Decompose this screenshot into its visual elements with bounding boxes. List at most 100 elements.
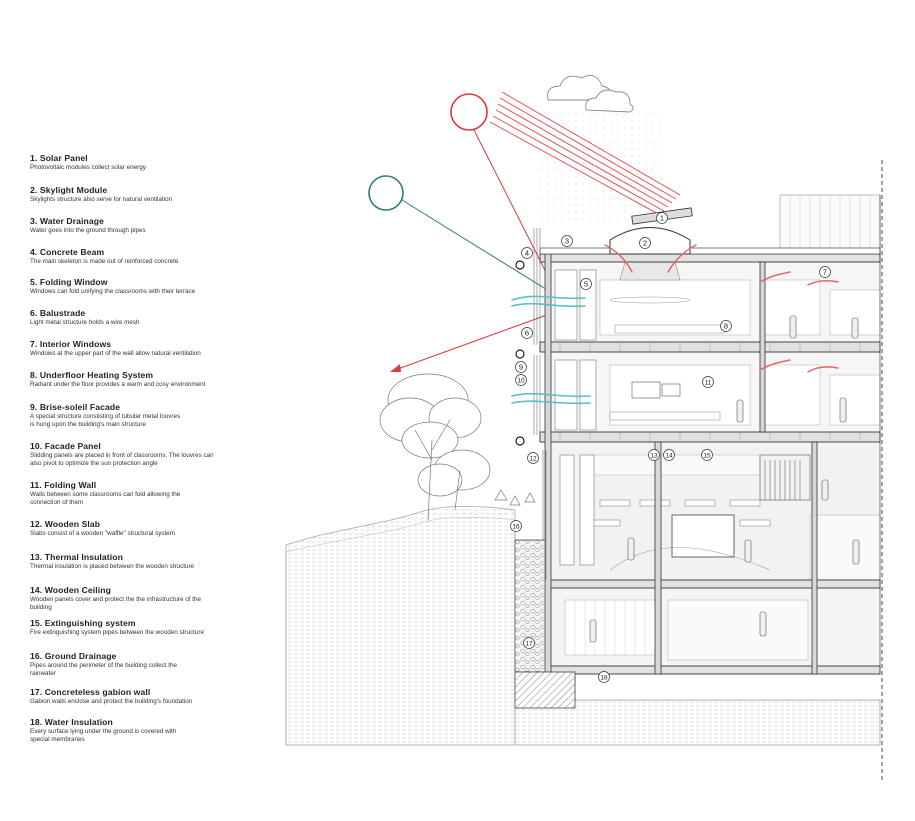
callout-1: 1 [656, 212, 668, 224]
legend-desc: The main skeleton is made out of reinfor… [30, 258, 179, 265]
callout-5: 5 [580, 278, 592, 290]
legend-title: Extinguishing system [44, 618, 136, 628]
svg-text:7: 7 [823, 268, 827, 277]
legend-title: Water Drainage [39, 216, 104, 226]
svg-text:6: 6 [525, 329, 529, 338]
legend-number: 5. [30, 277, 38, 287]
legend-desc: Walls between some classrooms can fold a… [30, 491, 181, 506]
callout-16: 16 [510, 520, 522, 532]
svg-text:12: 12 [529, 456, 537, 463]
legend-title: Facade Panel [44, 441, 101, 451]
legend-item-underfloor-heating: 8. Underfloor Heating System Radiant und… [30, 370, 270, 389]
legend-item-thermal-insulation: 13. Thermal Insulation Thermal insulatio… [30, 552, 270, 571]
svg-text:17: 17 [525, 641, 533, 648]
legend-title: Brise-soleil Facade [39, 402, 121, 412]
legend-desc: Slabs consist of a wooden "waffle" struc… [30, 530, 176, 537]
legend-number: 18. [30, 717, 43, 727]
legend-number: 8. [30, 370, 38, 380]
svg-text:18: 18 [600, 675, 608, 682]
svg-text:5: 5 [584, 280, 588, 289]
legend-number: 16. [30, 651, 43, 661]
legend-item-water-drainage: 3. Water Drainage Water goes into the gr… [30, 216, 270, 235]
legend-desc: Slidding panels are placed in front of c… [30, 452, 214, 467]
svg-text:15: 15 [703, 453, 711, 460]
callout-15: 15 [701, 449, 713, 461]
svg-text:16: 16 [512, 524, 520, 531]
legend-item-folding-wall: 11. Folding Wall Walls between some clas… [30, 480, 270, 507]
legend-desc: Radiant under the floor provides a warm … [30, 381, 206, 388]
svg-text:1: 1 [660, 214, 664, 223]
terrain-surface [285, 506, 516, 553]
svg-text:4: 4 [525, 249, 529, 258]
svg-text:9: 9 [519, 363, 523, 372]
callout-11: 11 [702, 376, 714, 388]
legend-number: 17. [30, 687, 43, 697]
legend-number: 13. [30, 552, 43, 562]
legend-title: Ground Drainage [44, 651, 117, 661]
legend-item-skylight-module: 2. Skylight Module Skylights structure a… [30, 185, 270, 204]
legend-title: Wooden Slab [44, 519, 101, 529]
legend-desc: Gabion walls enclose and protect the bui… [30, 698, 193, 705]
callouts: 1 2 3 4 5 6 7 8 9 10 11 12 13 14 15 16 1… [510, 212, 831, 683]
foundation [514, 671, 576, 709]
legend-number: 1. [30, 153, 38, 163]
legend-number: 12. [30, 519, 43, 529]
legend-item-wooden-ceiling: 14. Wooden Ceiling Wooden panels cover a… [30, 585, 270, 612]
legend-desc: Water goes into the ground through pipes [30, 227, 146, 234]
air-circle-icon [368, 175, 404, 211]
sun-rays [489, 91, 681, 216]
legend-number: 6. [30, 308, 38, 318]
arrow-head-icon [390, 364, 401, 372]
legend-desc: Wooden panels cover and protect the the … [30, 596, 202, 611]
callout-13: 13 [648, 449, 660, 461]
svg-text:11: 11 [705, 380, 712, 387]
people-figures [589, 315, 860, 643]
legend-item-brise-soleil: 9. Brise-soleil Facade A special structu… [30, 402, 270, 429]
legend-desc: Photovoltaic modules collect solar energ… [30, 164, 146, 171]
rotate-icon [515, 260, 525, 446]
sun-icon [450, 93, 488, 131]
legend-item-folding-window: 5. Folding Window Windows can fold unify… [30, 277, 270, 296]
legend-number: 3. [30, 216, 38, 226]
legend-desc: Pipes around the perimeter of the buildi… [30, 662, 178, 677]
legend-number: 14. [30, 585, 43, 595]
legend-desc: Fire extinguishing system pipes between … [30, 629, 204, 636]
callout-18: 18 [598, 671, 610, 683]
legend-item-water-insulation: 18. Water Insulation Every surface lying… [30, 717, 270, 744]
legend-number: 15. [30, 618, 43, 628]
legend-desc: Windows at the upper part of the wall al… [30, 350, 201, 357]
legend-number: 9. [30, 402, 38, 412]
svg-text:2: 2 [643, 239, 647, 248]
svg-text:13: 13 [650, 453, 658, 460]
legend-desc: Thermal insulation is placed between the… [30, 563, 195, 570]
callout-14: 14 [663, 449, 675, 461]
legend-item-gabion-wall: 17. Concreteless gabion wall Gabion wall… [30, 687, 270, 706]
legend-title: Concreteless gabion wall [44, 687, 151, 697]
legend-number: 11. [30, 480, 42, 490]
callout-4: 4 [521, 247, 533, 259]
legend-item-facade-panel: 10. Facade Panel Slidding panels are pla… [30, 441, 270, 468]
legend-title: Folding Window [39, 277, 108, 287]
legend-desc: A special structure constisting of tubul… [30, 413, 181, 428]
legend-title: Interior Windows [39, 339, 112, 349]
callout-10: 10 [515, 374, 527, 386]
legend-desc: Every surface lying under the ground is … [30, 728, 177, 743]
legend-title: Wooden Ceiling [44, 585, 111, 595]
cloud-icon [547, 74, 634, 113]
legend-desc: Skylights structure also serve for natur… [30, 196, 173, 203]
warm-air-arrows [604, 244, 839, 373]
legend-title: Underfloor Heating System [39, 370, 154, 380]
svg-text:14: 14 [665, 453, 673, 460]
rain-area [540, 110, 660, 220]
legend-title: Skylight Module [39, 185, 108, 195]
legend-item-solar-panel: 1. Solar Panel Photovoltaic modules coll… [30, 153, 270, 172]
callout-3: 3 [561, 235, 573, 247]
building-section [514, 160, 883, 780]
legend-number: 7. [30, 339, 38, 349]
air-flow-arrows [511, 295, 591, 405]
legend-title: Folding Wall [44, 480, 97, 490]
callout-9: 9 [515, 361, 527, 373]
legend-desc: Windows can fold unifying the classrooms… [30, 288, 196, 295]
svg-text:8: 8 [724, 322, 728, 331]
